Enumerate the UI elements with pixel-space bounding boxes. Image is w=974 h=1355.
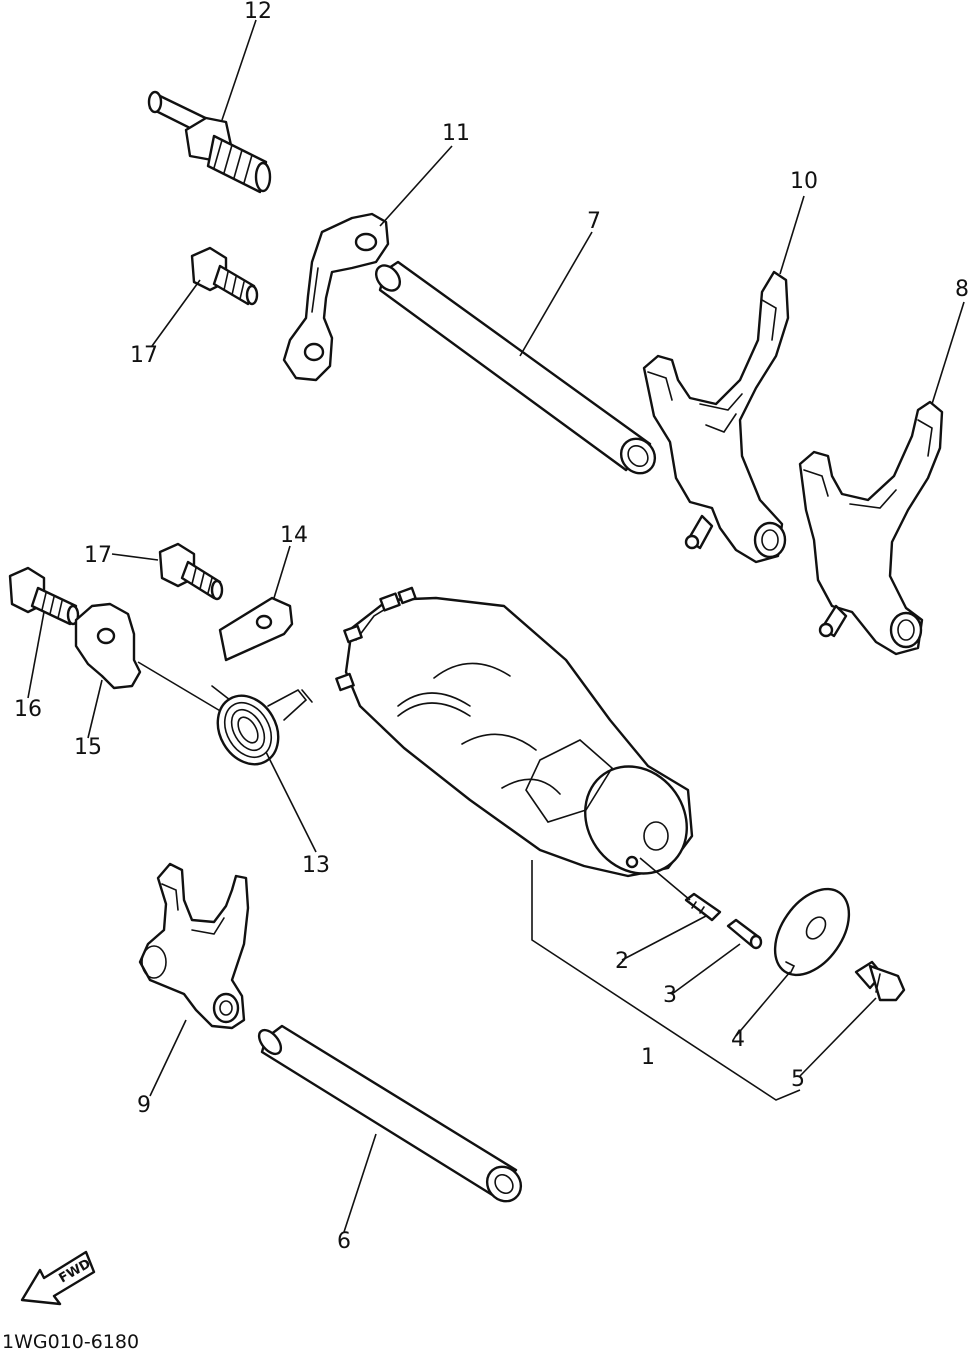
callout-5: 5: [791, 1067, 805, 1092]
part-15-stopper-lever: [74, 602, 223, 713]
callout-12: 12: [244, 0, 272, 24]
part-12-stud-bolt: [147, 90, 272, 194]
callout-labels: 1 2 3 4 5 6 7 8 9 10 11 12 13 14 15 16 1…: [14, 0, 969, 1254]
callout-15: 15: [74, 735, 102, 760]
part-17-bolt-top: [190, 246, 259, 306]
leader-lines: [27, 19, 965, 1233]
part-14-plate: [218, 596, 294, 662]
callout-17-top: 17: [130, 343, 158, 368]
callout-13: 13: [302, 853, 330, 878]
callout-6: 6: [337, 1229, 351, 1254]
callout-16: 16: [14, 697, 42, 722]
callout-4: 4: [731, 1027, 745, 1052]
callout-3: 3: [663, 983, 677, 1008]
part-17-bolt-mid: [158, 542, 224, 601]
part-4-segment: [773, 887, 851, 977]
callout-1: 1: [641, 1045, 655, 1070]
part-1-shift-cam: [335, 586, 694, 878]
callout-17-mid: 17: [84, 543, 112, 568]
part-8-shift-fork: [798, 400, 944, 656]
callout-9: 9: [137, 1093, 151, 1118]
part-5-screw: [854, 960, 906, 1002]
callout-10: 10: [790, 169, 818, 194]
callout-14: 14: [280, 523, 308, 548]
callout-7: 7: [587, 209, 601, 234]
part-2-pin: [684, 892, 722, 922]
part-13-torsion-spring: [211, 685, 313, 766]
callout-8: 8: [955, 277, 969, 302]
part-9-shift-fork: [138, 862, 250, 1030]
part-6-guide-bar: [257, 1024, 523, 1203]
callout-11: 11: [442, 121, 470, 146]
part-10-shift-fork: [642, 270, 790, 564]
part-3-dowel: [726, 918, 763, 950]
callout-2: 2: [615, 949, 629, 974]
diagram-code: 1WG010-6180: [2, 1331, 139, 1353]
part-11-stopper-plate: [282, 212, 390, 382]
forward-arrow: FWD: [20, 1250, 96, 1306]
part-7-guide-bar: [374, 260, 657, 475]
